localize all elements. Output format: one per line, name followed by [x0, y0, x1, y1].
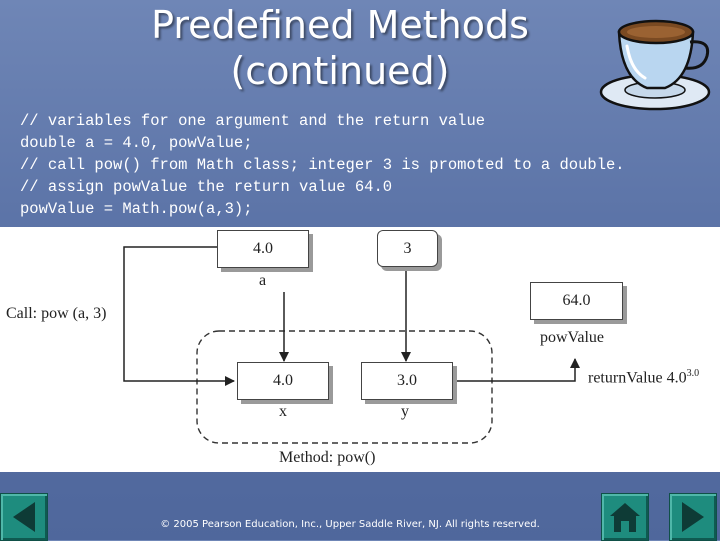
previous-slide-button[interactable]: [0, 493, 48, 541]
code-line: // variables for one argument and the re…: [20, 110, 625, 132]
variable-a-label: a: [259, 272, 266, 290]
code-line: // assign powValue the return value 64.0: [20, 176, 625, 198]
next-slide-button[interactable]: [669, 493, 717, 541]
home-icon: [602, 494, 648, 540]
variable-a-box: 4.0: [217, 230, 309, 268]
constant-3-box: 3: [377, 230, 438, 267]
next-arrow-icon: [670, 494, 716, 540]
previous-arrow-icon: [1, 494, 47, 540]
parameter-y-box: 3.0: [361, 362, 453, 400]
code-line: // call pow() from Math class; integer 3…: [20, 154, 625, 176]
title-line-1: Predefined Methods: [110, 2, 570, 48]
code-block: // variables for one argument and the re…: [20, 110, 625, 220]
return-value-exponent: 3.0: [687, 368, 700, 379]
return-value-text: returnValue 4.0: [588, 369, 687, 386]
method-call-diagram: 4.0 a 3 Call: pow (a, 3) 64.0 powValue r…: [0, 227, 720, 472]
coffee-cup-icon: [597, 8, 713, 116]
powvalue-label: powValue: [540, 329, 604, 347]
slide-title: Predefined Methods (continued): [110, 2, 570, 94]
code-line: double a = 4.0, powValue;: [20, 132, 625, 154]
home-button[interactable]: [601, 493, 649, 541]
powvalue-box: 64.0: [530, 282, 623, 320]
arrow-return: [452, 359, 575, 381]
method-label: Method: pow(): [279, 449, 375, 467]
parameter-x-box: 4.0: [237, 362, 329, 400]
code-line: powValue = Math.pow(a,3);: [20, 198, 625, 220]
copyright-footer: © 2005 Pearson Education, Inc., Upper Sa…: [140, 519, 560, 530]
parameter-x-label: x: [279, 403, 287, 421]
return-value-label: returnValue 4.03.0: [588, 368, 699, 387]
call-label: Call: pow (a, 3): [6, 305, 106, 323]
parameter-y-label: y: [401, 403, 409, 421]
title-line-2: (continued): [110, 48, 570, 94]
